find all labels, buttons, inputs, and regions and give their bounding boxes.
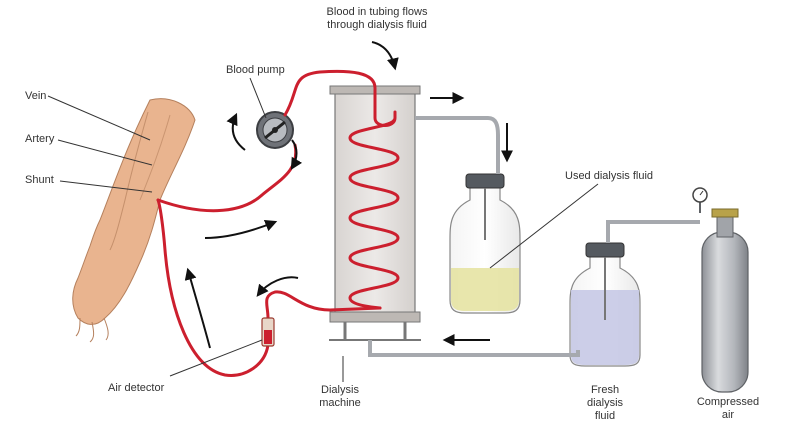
arm-illustration (72, 98, 196, 343)
fresh-fluid-flask (569, 242, 641, 367)
label-shunt: Shunt (25, 174, 54, 186)
fresh-fluid-tube (368, 340, 580, 357)
label-vein: Vein (25, 90, 47, 102)
arrow-to-pump (204, 219, 278, 239)
air-line2: air (721, 409, 735, 421)
fresh-line1: Fresh (590, 384, 620, 396)
flow-arrows (184, 41, 513, 349)
label-air-detector: Air detector (108, 382, 165, 394)
label-blood-pump: Blood pump (226, 64, 285, 76)
leader-used-fluid (489, 183, 599, 269)
arrow-return (256, 276, 299, 297)
machine-line2: machine (319, 397, 361, 409)
arrow-to-arm (184, 267, 211, 349)
leader-blood-pump (249, 77, 267, 119)
air-detector (261, 317, 275, 347)
tubing-title-line2: through dialysis fluid (327, 19, 427, 31)
arrow-pump-left (226, 112, 246, 151)
arrow-pump-right (290, 139, 303, 171)
blood-pump (256, 111, 294, 149)
compressed-air-cylinder (692, 187, 749, 393)
air-line1: Compressed (696, 396, 760, 408)
tubing-title: Blood in tubing flows through dialysis f… (292, 6, 462, 32)
used-fluid-tube (415, 116, 500, 174)
fresh-line2: dialysis (586, 397, 624, 409)
air-tube (606, 220, 700, 243)
label-used-fluid: Used dialysis fluid (565, 170, 654, 182)
label-dialysis-machine: Dialysis machine (305, 384, 375, 410)
leader-shunt (59, 180, 153, 193)
leader-lines (47, 77, 599, 382)
arrow-into-machine (371, 41, 399, 71)
machine-line1: Dialysis (321, 384, 359, 396)
leader-artery (57, 139, 153, 166)
label-compressed-air: Compressed air (683, 396, 773, 422)
used-fluid-flask (449, 173, 521, 314)
leader-air-detector (169, 339, 263, 377)
dialysis-machine (329, 85, 421, 341)
label-artery: Artery (25, 133, 55, 145)
tubing-title-line1: Blood in tubing flows (326, 6, 428, 18)
fresh-line3: fluid (594, 410, 616, 422)
leader-vein (47, 95, 151, 141)
label-fresh-fluid: Fresh dialysis fluid (570, 384, 640, 423)
